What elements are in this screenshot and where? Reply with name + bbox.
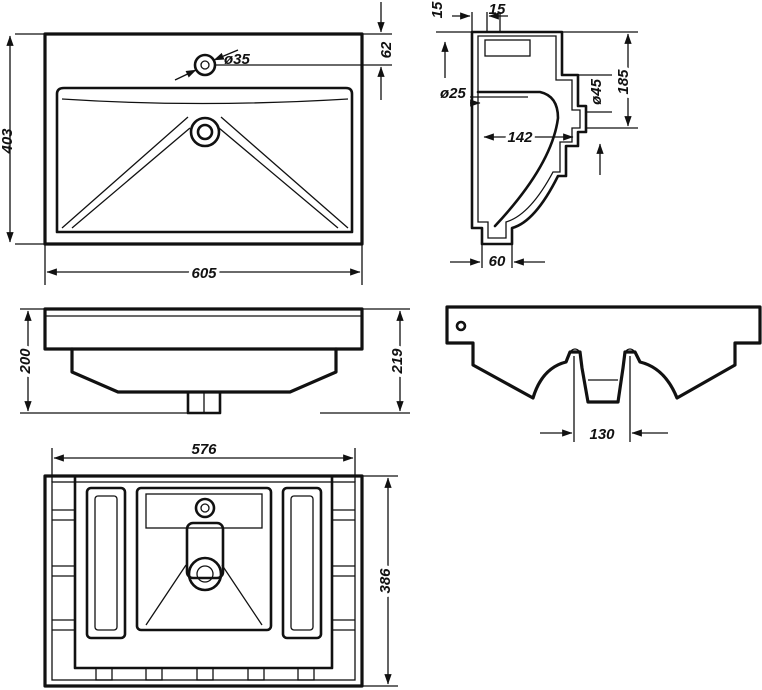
underside-centre-panel	[135, 486, 273, 632]
top-recess	[484, 39, 531, 57]
basin-outline-top	[43, 32, 364, 246]
bowl-facet-right	[218, 116, 349, 229]
rear-bracket-left	[566, 348, 581, 362]
tap-hole	[193, 53, 217, 77]
dim-label-bracket-spacing: 130	[589, 426, 615, 443]
underside-view: 576 386	[43, 441, 398, 688]
rear-fixing-hole	[455, 320, 467, 332]
dim-label-rim-b: 15	[489, 1, 506, 18]
leader-tap-hole	[174, 69, 197, 81]
dim-label-tap-offset: 62	[378, 41, 395, 58]
dim-label-underside-depth: 386	[377, 568, 394, 594]
rear-view: 130	[445, 305, 762, 443]
dim-label-total-height: 219	[389, 348, 406, 375]
front-rim	[43, 307, 364, 351]
dim-label-wall: 60	[489, 253, 506, 270]
overflow-channel	[476, 90, 560, 228]
drain-hole	[189, 116, 221, 148]
side-section-view: 15 15 ø25 ø45 185 142 60	[429, 1, 638, 270]
bowl-inner-rim	[61, 98, 349, 105]
underside-slot-left	[85, 486, 127, 640]
dim-label-waste-offset: 142	[507, 129, 533, 146]
label-tap-hole: ø35	[224, 51, 251, 68]
basin-bowl-top	[55, 86, 354, 234]
dim-label-width: 605	[191, 265, 217, 282]
rear-outline	[445, 305, 762, 404]
drain-hole-inner	[196, 123, 214, 141]
section-profile-inner	[477, 35, 581, 239]
dim-label-waste-height: 185	[615, 69, 632, 95]
dim-label-height: 200	[17, 348, 34, 375]
top-view: 403 605 62 ø35	[0, 2, 395, 286]
underside-slot-right	[281, 486, 323, 640]
label-overflow: ø25	[440, 85, 467, 102]
dim-label-depth: 403	[0, 128, 16, 155]
bowl-facet-left	[61, 116, 191, 229]
dim-label-underside-width: 576	[191, 441, 217, 458]
underside-outline	[43, 474, 364, 688]
front-bowl	[70, 347, 338, 394]
rear-bracket-right	[624, 348, 636, 353]
dim-label-rim-a: 15	[429, 1, 446, 18]
tap-hole-inner	[200, 60, 210, 70]
front-view: 200 219	[14, 307, 410, 415]
label-waste: ø45	[588, 78, 605, 105]
section-profile	[470, 30, 588, 246]
